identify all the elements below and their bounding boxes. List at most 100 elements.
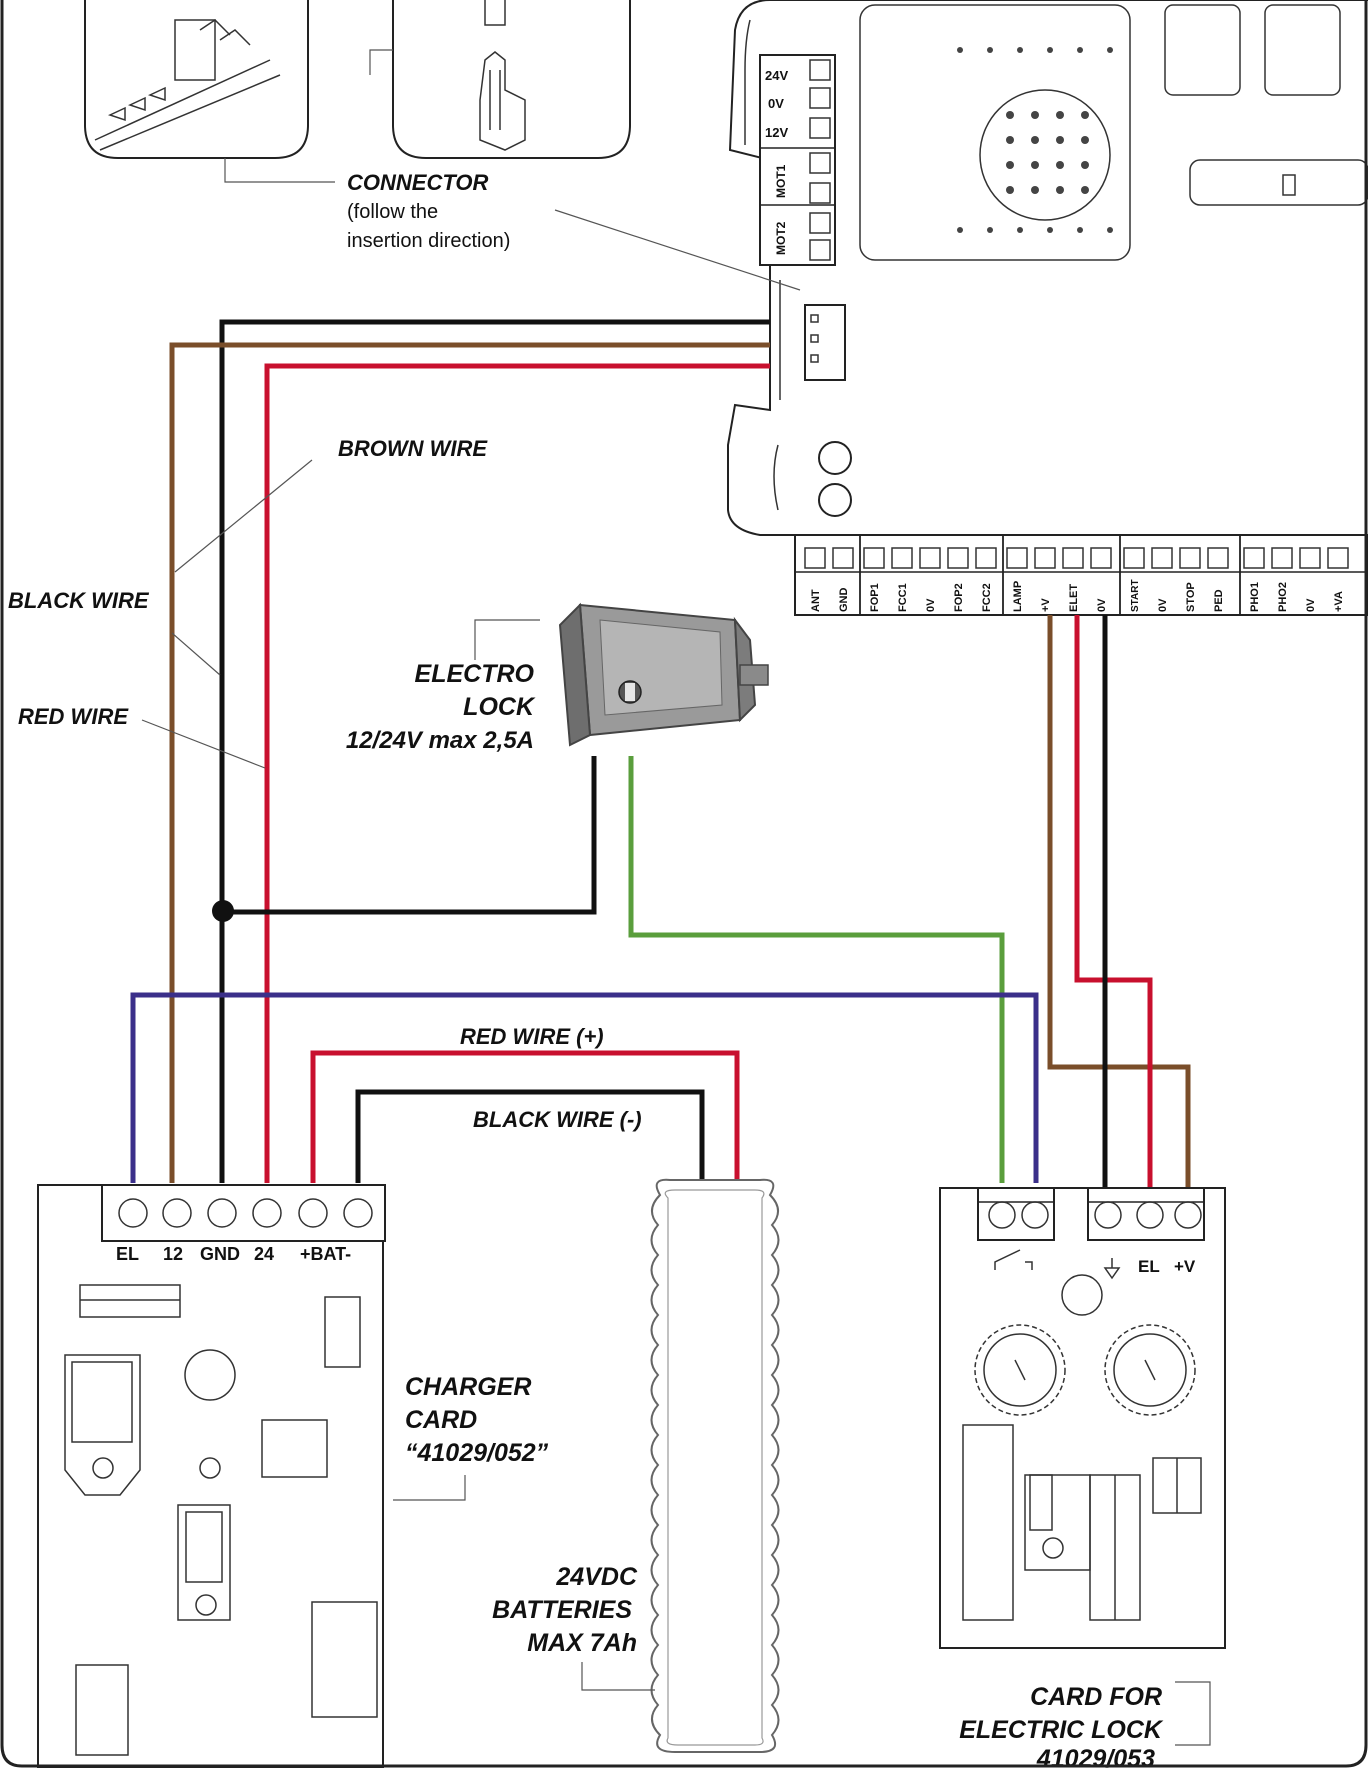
connector-inset-left (84, 0, 309, 159)
side-terminal-strip (759, 54, 836, 266)
lock-card-terminal-screws (988, 1201, 1202, 1229)
battery-red-wire (310, 1050, 740, 1183)
charger-terminal-screws (118, 1198, 373, 1228)
board-dots (957, 47, 1113, 233)
inset-right-detail (479, 0, 526, 151)
term-fcc2: FCC2 (981, 583, 993, 612)
term-ped: PED (1213, 589, 1225, 612)
term-0v-1: 0V (925, 598, 937, 612)
lock-card-label-1: CARD FOR (1030, 1683, 1162, 1711)
bottom-terminal-group-dividers (859, 535, 1241, 615)
batteries-label-3: MAX 7Ah (527, 1629, 637, 1657)
side-terminal-screws (809, 59, 831, 261)
ground-icon (1103, 1258, 1121, 1280)
term-pho2: PHO2 (1277, 582, 1289, 612)
connector-leader (554, 209, 801, 291)
lock-card-brown-wire (1047, 615, 1191, 1188)
connector-note-2: insertion direction) (347, 230, 510, 252)
lock-card-label-3: 41029/053 (1036, 1745, 1155, 1768)
black-wire-main (219, 319, 770, 1183)
charger-label-3: “41029/052” (405, 1439, 549, 1467)
junction-dot (212, 900, 234, 922)
inset-leader-1 (224, 158, 335, 183)
battery-pack (650, 1178, 780, 1753)
fuse-holder (773, 444, 779, 511)
lock-card-label-2: ELECTRIC LOCK (959, 1716, 1164, 1744)
electro-lock-label-1: ELECTRO (415, 660, 535, 688)
board-relay-block (859, 4, 1131, 261)
term-stop: STOP (1185, 582, 1197, 612)
lock-term-el: EL (1138, 1257, 1160, 1276)
side-term-12v: 12V (765, 125, 788, 140)
charger-term-el: EL (116, 1244, 139, 1264)
red-wire-label: RED WIRE (18, 704, 129, 729)
fuse-1 (818, 441, 852, 475)
term-ant: ANT (810, 589, 822, 612)
switch-icon (994, 1249, 1033, 1270)
inset-left-detail (94, 19, 281, 151)
term-lamp: LAMP (1012, 581, 1024, 612)
red-wire-main (264, 363, 770, 1183)
red-wire-plus-label: RED WIRE (+) (460, 1024, 604, 1049)
bottom-terminal-screws (804, 547, 1349, 569)
electro-lock-label-2: LOCK (463, 693, 536, 721)
lock-card-terminal-block-a (977, 1187, 1055, 1241)
black-wire-label: BLACK WIRE (8, 588, 150, 613)
control-board (727, 0, 1368, 616)
term-0v-3: 0V (1157, 598, 1169, 612)
term-gnd: GND (838, 588, 850, 613)
charger-terminal-block (101, 1184, 386, 1242)
charger-label-2: CARD (405, 1406, 477, 1434)
lock-card (939, 1187, 1226, 1649)
electro-lock-leader (474, 619, 540, 660)
green-wire-lock (628, 756, 1005, 1183)
red-wire-leader (141, 719, 266, 769)
board-slot-tab (1282, 174, 1296, 196)
connector-inset-right (392, 0, 631, 159)
connector-label: CONNECTOR (347, 170, 488, 195)
charger-card (37, 1184, 384, 1768)
electro-lock-label-3: 12/24V max 2,5A (346, 727, 534, 754)
batteries-label-2: BATTERIES (492, 1596, 632, 1624)
board-component-b (1264, 4, 1341, 96)
side-term-mot2: MOT2 (774, 221, 788, 255)
side-term-0v: 0V (768, 96, 784, 111)
term-fop1: FOP1 (869, 583, 881, 612)
charger-term-gnd: GND (200, 1244, 240, 1264)
electro-lock (558, 602, 769, 747)
brown-wire-leader (174, 459, 313, 573)
battery-leader (581, 1662, 655, 1691)
term-fop2: FOP2 (953, 583, 965, 612)
board-buzzer (979, 89, 1111, 221)
side-terminal-dividers (760, 147, 835, 206)
blue-wire (130, 992, 1039, 1183)
black-wire-leader (171, 632, 221, 676)
side-term-mot1: MOT1 (774, 164, 788, 198)
lock-card-red-wire (1074, 615, 1153, 1188)
black-wire-minus-label: BLACK WIRE (-) (473, 1107, 642, 1132)
lock-card-terminal-block-b (1087, 1187, 1205, 1241)
term-plus-va: +VA (1333, 591, 1345, 612)
charger-term-24: 24 (254, 1244, 274, 1264)
batteries-label-1: 24VDC (555, 1563, 638, 1591)
side-term-24v: 24V (765, 68, 788, 83)
term-start: START (1130, 579, 1141, 612)
term-pho1: PHO1 (1249, 582, 1261, 612)
charger-term-bat: +BAT- (300, 1244, 351, 1264)
charger-leader (393, 1475, 466, 1501)
inset-leader-2 (369, 49, 393, 75)
black-wire-lock (222, 756, 597, 915)
lock-card-components (962, 1274, 1202, 1621)
board-edge-detail (744, 19, 751, 145)
charger-components (64, 1284, 378, 1756)
brown-wire-main (169, 342, 770, 1183)
connector-note-1: (follow the (347, 201, 438, 223)
wires (130, 319, 1191, 1188)
board-slot (1189, 159, 1368, 206)
charger-term-12: 12 (163, 1244, 183, 1264)
lock-term-plus-v: +V (1174, 1257, 1196, 1276)
fuse-2 (818, 483, 852, 517)
term-0v-4: 0V (1305, 598, 1317, 612)
